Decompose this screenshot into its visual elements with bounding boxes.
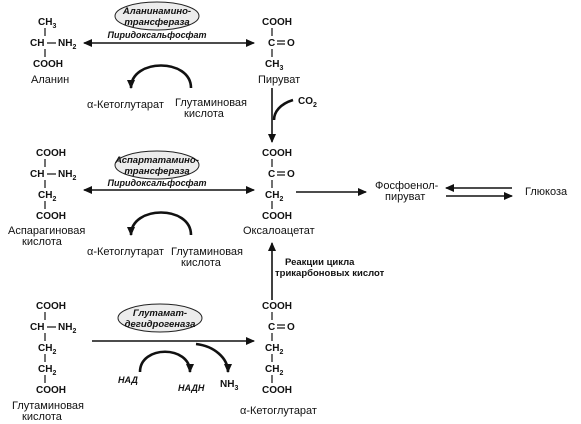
transamination-arc-1 (127, 64, 193, 89)
glucose-label: Глюкоза (525, 186, 568, 198)
aspartate-line-ch: CH (30, 169, 44, 180)
pyruvate-line-c: C (268, 38, 275, 49)
cofactor2-label: Пиридоксальфосфат (108, 178, 207, 188)
nh3-label: NH3 (220, 379, 238, 392)
nad-nadh-arc (138, 350, 194, 373)
co2-label: CO2 (298, 96, 317, 109)
aspartate-label-line2: кислота (22, 236, 63, 248)
enzyme1-line1: Аланинамино- (122, 6, 191, 17)
enzyme3-line2: дегидрогеназа (125, 319, 196, 330)
glutamate-line-ch2a: CH2 (38, 343, 56, 356)
glutamate-line-nh2: NH2 (58, 322, 76, 335)
pyruvate-line-o: O (287, 38, 295, 49)
alanine-label: Аланин (31, 74, 69, 86)
glutamate-label-line1: Глутаминовая (12, 400, 84, 412)
aspartate-line-cooh1: COOH (36, 148, 66, 159)
pyruvate-line-cooh: COOH (262, 17, 292, 28)
alanine-structure: CH3 CH NH2 COOH Аланин (30, 17, 76, 86)
cofactor1-label: Пиридоксальфосфат (108, 30, 207, 40)
glutamate-line-cooh1: COOH (36, 301, 66, 312)
oxaloacetate-line-c: C (268, 169, 275, 180)
transamination-arc-2 (127, 211, 193, 236)
pyruvate-structure: COOH C O CH3 Пируват (258, 17, 300, 86)
enzyme3-line1: Глутамат- (133, 308, 187, 319)
nh3-arc (195, 342, 232, 373)
akg-structure: COOH C O CH2 CH2 COOH α-Кетоглутарат (240, 301, 317, 417)
oxaloacetate-label: Оксалоацетат (243, 225, 315, 237)
akg-line-cooh1: COOH (262, 301, 292, 312)
r1-glu-line1: Глутаминовая (175, 97, 247, 109)
alanine-line-cooh: COOH (33, 59, 63, 70)
tca-line1: Реакции цикла (285, 257, 355, 268)
r2-glu-line2: кислота (181, 257, 222, 269)
glutamate-line-ch2b: CH2 (38, 364, 56, 377)
akg-line-o: O (287, 322, 295, 333)
enzyme2-line2: трансфераза (124, 166, 189, 177)
nadh-label: НАДН (178, 383, 205, 393)
akg-line-c: C (268, 322, 275, 333)
co2-arc (272, 98, 294, 121)
alanine-line-ch: CH (30, 38, 44, 49)
enzyme1-line2: трансфераза (124, 17, 189, 28)
r2-glu-line1: Глутаминовая (171, 246, 243, 258)
oxaloacetate-line-cooh2: COOH (262, 211, 292, 222)
oxaloacetate-structure: COOH C O CH2 COOH Оксалоацетат (243, 148, 315, 237)
pyruvate-line-ch3: CH3 (265, 59, 283, 72)
glutamate-line-cooh2: COOH (36, 385, 66, 396)
glutamate-structure: COOH CH NH2 CH2 CH2 COOH Глутаминовая ки… (12, 301, 84, 423)
oxaloacetate-line-cooh1: COOH (262, 148, 292, 159)
aspartate-label-line1: Аспарагиновая (8, 225, 85, 237)
enzyme1-ellipse (114, 1, 200, 31)
aspartate-structure: COOH CH NH2 CH2 COOH Аспарагиновая кисло… (8, 148, 85, 248)
tca-line2: трикарбоновых кислот (275, 268, 385, 279)
oxaloacetate-line-o: O (287, 169, 295, 180)
pyruvate-label: Пируват (258, 74, 300, 86)
oxaloacetate-line-ch2: CH2 (265, 190, 283, 203)
akg-line-ch2a: CH2 (265, 343, 283, 356)
alanine-line-nh2: NH2 (58, 38, 76, 51)
nad-label: НАД (118, 375, 138, 385)
pep-label-line1: Фосфоенол- (375, 180, 439, 192)
akg-line-cooh2: COOH (262, 385, 292, 396)
r1-akg-label: α-Кетоглутарат (87, 99, 164, 111)
enzyme2-ellipse (114, 150, 200, 180)
glutamate-line-ch: CH (30, 322, 44, 333)
akg-label: α-Кетоглутарат (240, 405, 317, 417)
pep-label-line2: пируват (385, 191, 425, 203)
glutamate-label-line2: кислота (22, 411, 63, 423)
enzyme2-line1: Аспартатамино- (114, 155, 199, 166)
enzyme3-ellipse (117, 303, 203, 333)
aspartate-line-cooh2: COOH (36, 211, 66, 222)
aspartate-line-nh2: NH2 (58, 169, 76, 182)
aspartate-line-ch2: CH2 (38, 190, 56, 203)
akg-line-ch2b: CH2 (265, 364, 283, 377)
r1-glu-line2: кислота (184, 108, 225, 120)
alanine-line-ch3: CH3 (38, 17, 56, 30)
r2-akg-label: α-Кетоглутарат (87, 246, 164, 258)
